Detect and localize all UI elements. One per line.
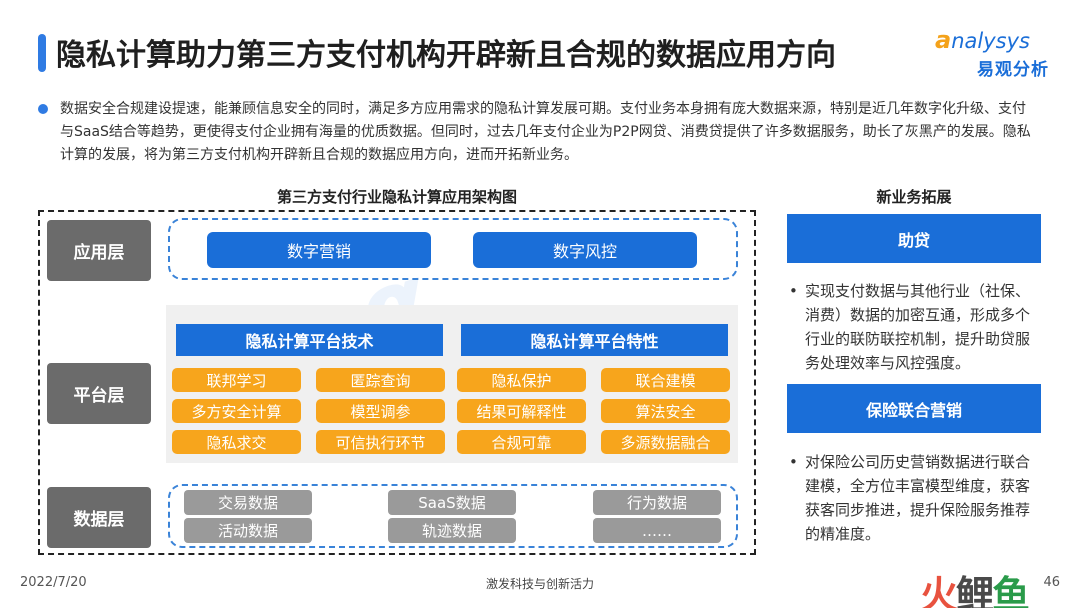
logo-english: analysys — [935, 26, 1030, 54]
data-chip-activity: 活动数据 — [184, 518, 312, 543]
tech-chip-model-tuning: 模型调参 — [316, 399, 445, 423]
corner-brand-logo: 火鲤鱼 — [920, 573, 1030, 608]
data-chip-transaction: 交易数据 — [184, 490, 312, 515]
diagram-title: 第三方支付行业隐私计算应用架构图 — [276, 188, 517, 206]
app-item-digital-risk-control: 数字风控 — [473, 232, 697, 268]
bullet-dot-icon — [38, 104, 48, 114]
feature-chip-joint-modeling: 联合建模 — [601, 368, 730, 392]
bullet-icon: • — [789, 282, 798, 300]
page-number: 46 — [1043, 575, 1060, 590]
platform-tech-header: 隐私计算平台技术 — [176, 324, 443, 356]
insurance-marketing-text: • 对保险公司历史营销数据进行联合建模，全方位丰富模型维度，获客获客同步推进，提… — [787, 450, 1041, 546]
tech-chip-private-query: 匿踪查询 — [316, 368, 445, 392]
data-chip-trajectory: 轨迹数据 — [388, 518, 516, 543]
page-title: 隐私计算助力第三方支付机构开辟新且合规的数据应用方向 — [56, 38, 836, 73]
analysys-logo: analysys 易观分析 — [935, 26, 1065, 80]
platform-layer-label: 平台层 — [47, 363, 151, 424]
loan-assist-header: 助贷 — [787, 214, 1041, 263]
data-chip-more: …… — [593, 518, 721, 543]
intro-paragraph: 数据安全合规建设提速，能兼顾信息安全的同时，满足多方应用需求的隐私计算发展可期。… — [60, 101, 1031, 163]
app-layer-label: 应用层 — [47, 220, 151, 281]
feature-chip-multisource: 多源数据融合 — [601, 430, 730, 454]
title-accent-bar — [38, 34, 46, 72]
tech-chip-mpc: 多方安全计算 — [172, 399, 301, 423]
app-item-digital-marketing: 数字营销 — [207, 232, 431, 268]
loan-assist-text: • 实现支付数据与其他行业（社保、消费）数据的加密互通，形成多个行业的联防联控机… — [787, 279, 1041, 375]
tech-chip-federated-learning: 联邦学习 — [172, 368, 301, 392]
data-layer-box — [168, 484, 738, 548]
feature-chip-explainability: 结果可解释性 — [457, 399, 586, 423]
feature-chip-compliance: 合规可靠 — [457, 430, 586, 454]
app-layer-box — [168, 218, 738, 280]
tech-chip-tee: 可信执行环节 — [316, 430, 445, 454]
feature-chip-algo-security: 算法安全 — [601, 399, 730, 423]
data-chip-saas: SaaS数据 — [388, 490, 516, 515]
platform-feature-header: 隐私计算平台特性 — [461, 324, 728, 356]
bullet-icon: • — [789, 453, 798, 471]
new-business-title: 新业务拓展 — [876, 188, 952, 206]
architecture-frame — [38, 210, 756, 555]
footer-date: 2022/7/20 — [20, 575, 87, 590]
data-chip-behavior: 行为数据 — [593, 490, 721, 515]
feature-chip-privacy: 隐私保护 — [457, 368, 586, 392]
footer-slogan: 激发科技与创新活力 — [485, 577, 594, 591]
insurance-marketing-header: 保险联合营销 — [787, 384, 1041, 433]
tech-chip-psi: 隐私求交 — [172, 430, 301, 454]
logo-chinese: 易观分析 — [977, 60, 1049, 80]
data-layer-label: 数据层 — [47, 487, 151, 548]
